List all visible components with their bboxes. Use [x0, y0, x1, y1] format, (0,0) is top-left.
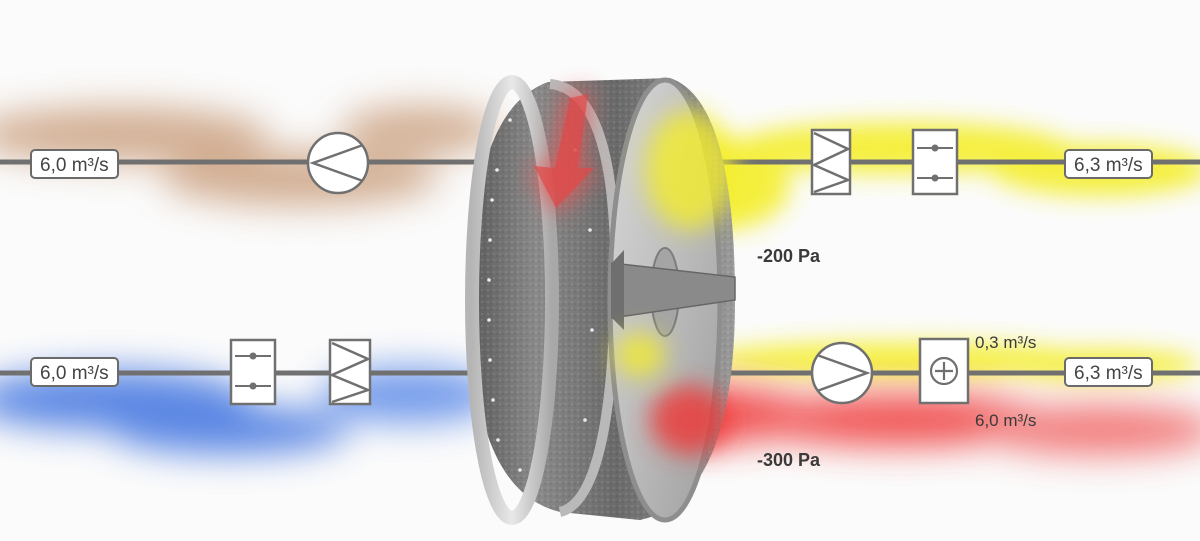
- heater-coil-icon: [918, 337, 970, 405]
- outdoor-damper-icon: [229, 338, 277, 406]
- supply-filter-icon: [810, 128, 852, 196]
- exhaust-fan-icon: [306, 131, 370, 195]
- flow-label-bottom-left: 6,0 m³/s: [30, 357, 119, 387]
- supply-fan-icon: [810, 341, 874, 405]
- pressure-lower: -300 Pa: [757, 450, 821, 470]
- rotation-direction-arrow-core: [534, 94, 594, 208]
- outdoor-filter-icon: [328, 338, 372, 406]
- pressure-upper: -200 Pa: [757, 246, 821, 266]
- flow-label-top-left: 6,0 m³/s: [30, 149, 119, 179]
- supply-damper-icon: [911, 128, 959, 196]
- wheel-outlet-glow: [615, 110, 735, 455]
- flow-label-top-right: 6,3 m³/s: [1064, 149, 1153, 179]
- flow-label-bottom-right: 6,3 m³/s: [1064, 357, 1153, 387]
- leak-flow-label: 6,0 m³/s: [975, 411, 1037, 430]
- bypass-flow-label: 0,3 m³/s: [975, 333, 1037, 352]
